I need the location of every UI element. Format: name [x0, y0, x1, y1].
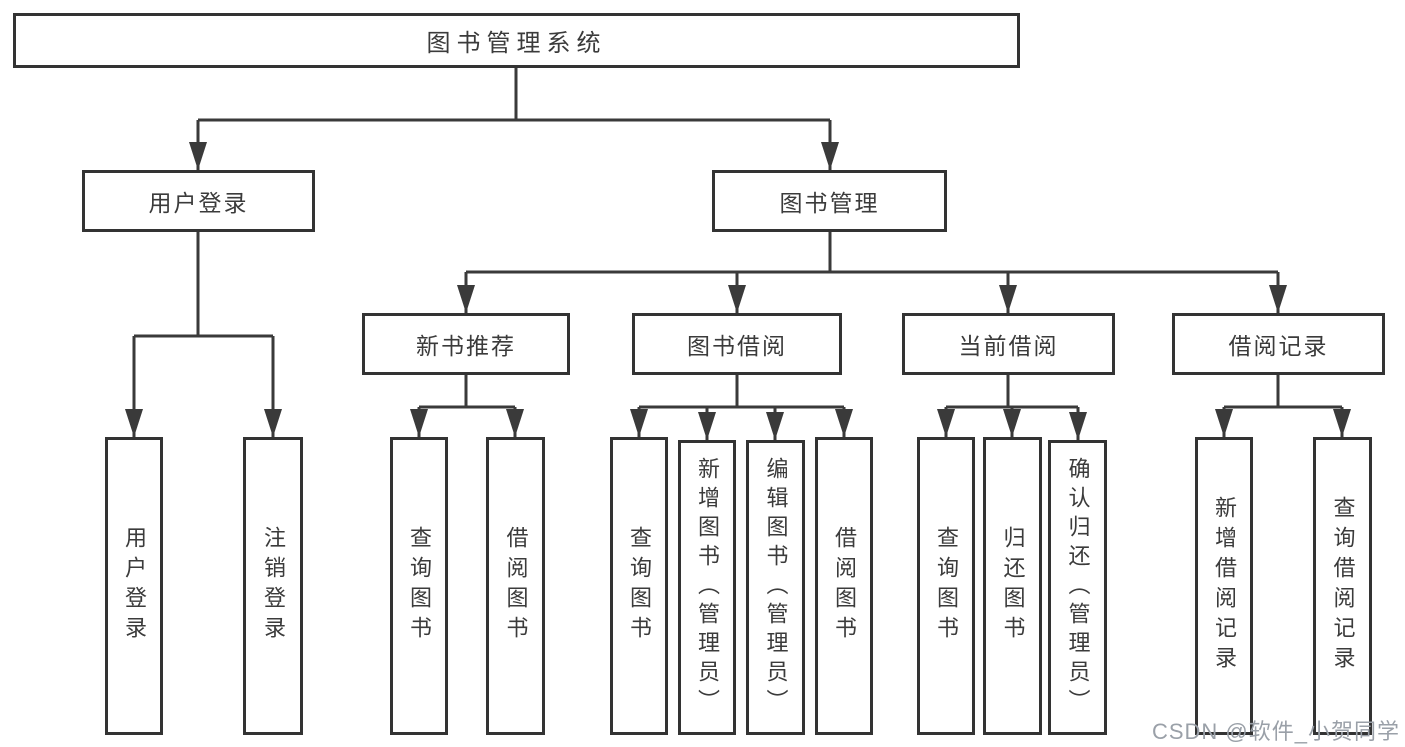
leaf-logout: 注销登录: [243, 437, 303, 735]
leaf-add-books-admin: 新增图书（管理员）: [678, 440, 736, 735]
leaf-borrow-books-1: 借阅图书: [486, 437, 545, 735]
node-root: 图书管理系统: [13, 13, 1020, 68]
leaf-query-books-2: 查询图书: [610, 437, 668, 735]
leaf-add-borrow-record: 新增借阅记录: [1195, 437, 1253, 735]
node-book-borrow: 图书借阅: [632, 313, 842, 375]
node-current-borrow: 当前借阅: [902, 313, 1115, 375]
leaf-query-books-3: 查询图书: [917, 437, 975, 735]
watermark-text: CSDN @软件_小贺同学: [1151, 719, 1400, 744]
leaf-return-books: 归还图书: [983, 437, 1042, 735]
leaf-user-login: 用户登录: [105, 437, 163, 735]
leaf-query-borrow-record: 查询借阅记录: [1313, 437, 1372, 735]
node-borrow-records: 借阅记录: [1172, 313, 1385, 375]
leaf-borrow-books-2: 借阅图书: [815, 437, 873, 735]
leaf-confirm-return-admin: 确认归还（管理员）: [1048, 440, 1107, 735]
node-user-login: 用户登录: [82, 170, 315, 232]
leaf-query-books-1: 查询图书: [390, 437, 448, 735]
node-book-management: 图书管理: [712, 170, 947, 232]
node-new-book-recommend: 新书推荐: [362, 313, 570, 375]
leaf-edit-books-admin: 编辑图书（管理员）: [746, 440, 805, 735]
